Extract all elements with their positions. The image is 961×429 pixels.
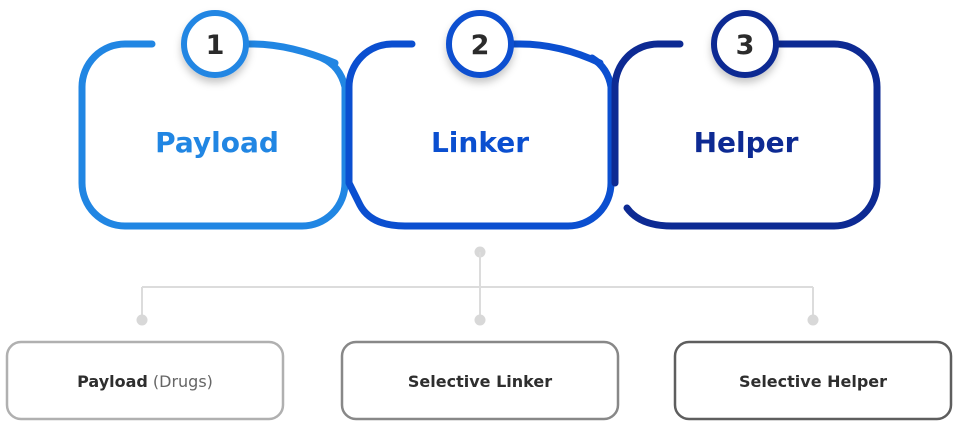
- component-label-helper: Selective Helper: [675, 341, 951, 421]
- stage-3-title: Helper: [694, 126, 799, 159]
- component-label-payload: Payload(Drugs): [7, 341, 283, 421]
- connector-tree: [136, 246, 819, 326]
- stage-1-number: 1: [206, 30, 225, 61]
- stage-1-badge: 1: [181, 10, 249, 78]
- stage-2-connector: [499, 40, 604, 67]
- stage-3-frame: [611, 40, 881, 230]
- stage-1-title: Payload: [155, 126, 279, 159]
- component-payload-note: (Drugs): [152, 371, 213, 391]
- stage-2-frame: [345, 40, 615, 230]
- stage-1-frame: [78, 40, 349, 230]
- stage-3-badge: 3: [711, 10, 779, 78]
- stage-2-title: Linker: [431, 126, 529, 159]
- component-linker-name: Selective Linker: [407, 371, 553, 391]
- component-helper-name: Selective Helper: [738, 371, 888, 391]
- stage-2-number: 2: [471, 30, 490, 61]
- stage-3-number: 3: [736, 30, 755, 61]
- stage-1-connector: [226, 40, 339, 67]
- component-box-payload: [5, 340, 285, 421]
- component-box-linker: [340, 340, 620, 421]
- stage-2-badge: 2: [446, 10, 514, 78]
- component-box-helper: [673, 340, 953, 421]
- component-payload-name: Payload: [77, 371, 148, 391]
- component-label-linker: Selective Linker: [342, 341, 618, 421]
